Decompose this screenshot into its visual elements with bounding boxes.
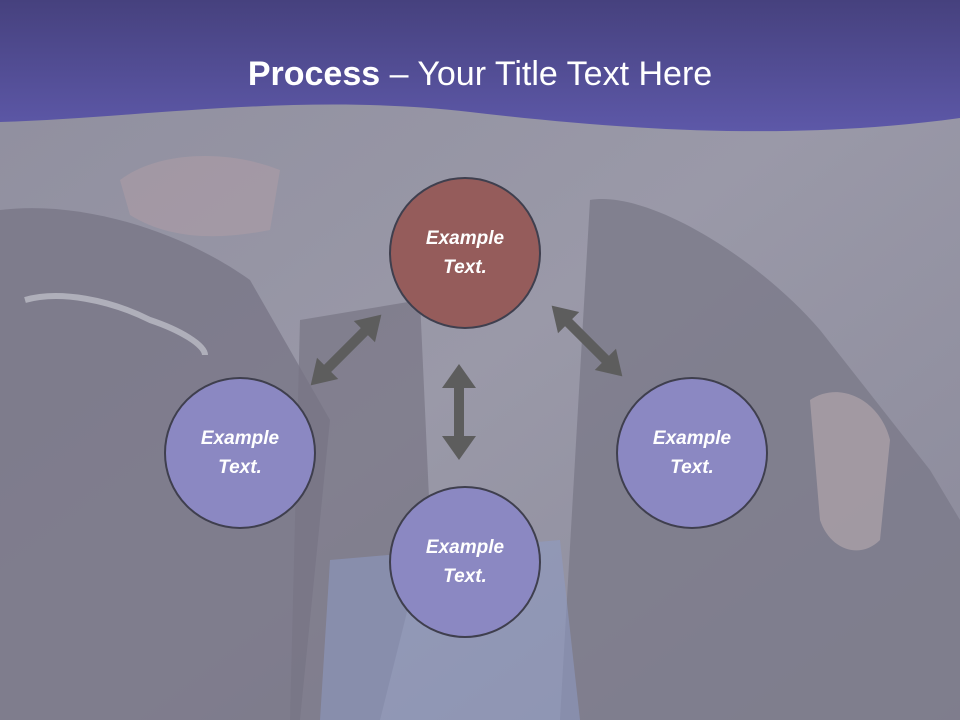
title-rest: – Your Title Text Here (380, 55, 713, 93)
node-right: Example Text. (616, 377, 768, 529)
title-bold: Process (247, 55, 381, 93)
node-right-label: Example Text. (652, 428, 732, 478)
arrow-top-left (310, 314, 382, 386)
node-bottom: Example Text. (389, 486, 541, 638)
node-top: Example Text. (389, 177, 541, 329)
node-bottom-label: Example Text. (425, 537, 505, 587)
node-left-label: Example Text. (200, 428, 280, 478)
header-band (0, 0, 960, 132)
arrow-vertical (442, 364, 476, 460)
node-top-label: Example Text. (425, 228, 505, 278)
arrow-top-right (551, 305, 623, 377)
node-left: Example Text. (164, 377, 316, 529)
slide-title: Process – Your Title Text Here (0, 52, 960, 96)
